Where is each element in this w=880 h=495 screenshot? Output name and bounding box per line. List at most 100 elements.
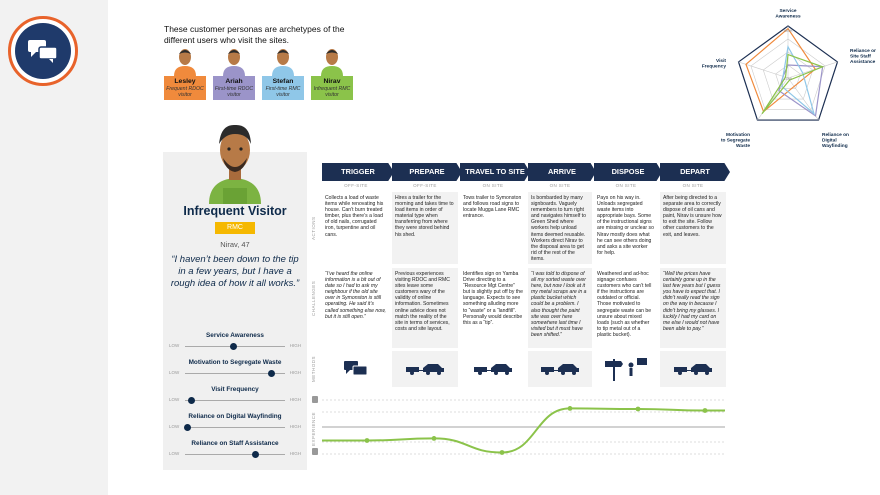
method-cell [528,351,592,387]
persona-card: Ariah First-time RDOC visitor [213,46,255,100]
slider-dot [267,370,275,377]
slider-dot [187,397,195,404]
radar-low-label: LOW [784,77,793,81]
persona-avatar [311,46,353,76]
persona-quote: “I haven’t been down to the tip in a few… [170,254,300,289]
persona-title: Infrequent Visitor [183,204,287,218]
chat-icon [344,361,368,376]
experience-line [322,407,725,454]
trait-label: Reliance on Digital Wayfinding [188,413,282,420]
persona-age: Nirav, 47 [220,240,250,249]
persona-avatar [213,46,255,76]
trait-slider: Reliance on Digital Wayfinding LOW HIGH [167,413,303,437]
signpost-person-icon [605,358,647,381]
thumbs-up-icon [312,396,318,403]
stage-2: TRAVEL TO SITE [460,163,530,181]
method-cell [392,351,458,387]
high-label: HIGH [289,343,301,348]
logo [8,16,78,86]
stage-3: ARRIVE [528,163,596,181]
trait-label: Visit Frequency [211,386,259,393]
intro-text: These customer personas are archetypes o… [164,24,345,45]
low-label: LOW [169,451,180,456]
low-label: LOW [169,424,180,429]
persona-profile: Infrequent Visitor RMC Nirav, 47 “I have… [163,124,307,470]
experience-point [499,450,505,455]
experience-point [702,408,708,413]
experience-curve-chart [312,396,725,455]
persona-card: Nirav Infrequent RMC visitor [311,46,353,100]
action-cell: After being directed to a separate area … [660,192,726,264]
experience-point [431,436,437,441]
avatar [209,124,261,204]
persona-name: Nirav [323,78,341,85]
persona-card: Lesley Frequent RDOC visitor [164,46,206,100]
row-label-challenges: CHALLENGES [311,280,316,316]
trait-slider: Motivation to Segregate Waste LOW HIGH [167,359,303,383]
persona-desc: Frequent RDOC visitor [166,86,204,98]
persona-avatar [262,46,304,76]
slider-dot [183,424,191,431]
low-label: LOW [169,370,180,375]
persona-desc: First-time RMC visitor [265,86,301,98]
action-cell: Pays on his way in. Unloads segregated w… [597,195,654,256]
challenge-cell: Previous experiences visiting RDOC and R… [392,268,458,348]
persona-desc: Infrequent RMC visitor [313,86,351,98]
persona-desc: First-time RDOC visitor [214,86,254,98]
stage-location: ON SITE [482,183,504,188]
stage-location: ON SITE [549,183,571,188]
low-label: LOW [169,397,180,402]
slider-track [185,400,285,401]
method-cell [660,351,726,387]
persona-card: Stefan First-time RMC visitor [262,46,304,100]
stage-location: OFF-SITE [344,183,368,188]
action-cell: Tows trailer to Symonston and follows ro… [463,195,522,220]
challenge-cell: Identifies sign on Yamba Drive directing… [463,271,523,326]
slider-dot [229,343,237,350]
high-label: HIGH [289,424,301,429]
persona-name: Lesley [174,78,196,85]
slider-track [185,454,285,455]
experience-point [567,406,573,411]
trait-label: Motivation to Segregate Waste [188,359,282,366]
stage-0: TRIGGER [322,163,394,181]
trait-label: Service Awareness [206,332,264,339]
action-cell: Hires a trailer for the morning and take… [392,192,458,264]
stage-location: ON SITE [615,183,637,188]
experience-point [635,406,641,412]
method-cell [322,351,390,387]
trait-slider: Reliance on Staff Assistance LOW HIGH [167,440,303,464]
thumbs-down-icon [312,448,318,455]
trait-label: Reliance on Staff Assistance [191,440,279,447]
site-badge: RMC [215,222,255,234]
radar-series-2 [781,45,816,116]
trait-slider: Service Awareness LOW HIGH [167,332,303,356]
high-label: HIGH [289,370,301,375]
experience-point [364,438,370,443]
challenge-cell: Weathered and ad-hoc signage confuses cu… [597,271,652,338]
method-cell [460,351,526,387]
slider-dot [251,451,259,458]
stage-1: PREPARE [392,163,462,181]
method-cell [594,351,658,387]
radar-series-1 [778,64,824,117]
stage-location: ON SITE [682,183,704,188]
high-label: HIGH [289,397,301,402]
row-label-actions: ACTIONS [311,216,316,240]
stage-5: DEPART [660,163,730,181]
persona-name: Ariah [225,78,243,85]
row-label-methods: METHODS [311,356,316,382]
trait-slider: Visit Frequency LOW HIGH [167,386,303,410]
action-cell: Collects a load of waste items while ren… [325,195,384,238]
radar-high-label: HIGH [784,29,793,33]
slider-track [185,427,285,428]
radar-series-3 [761,53,825,115]
high-label: HIGH [289,451,301,456]
trailer-car-icon [474,364,512,375]
trailer-car-icon [541,364,579,375]
